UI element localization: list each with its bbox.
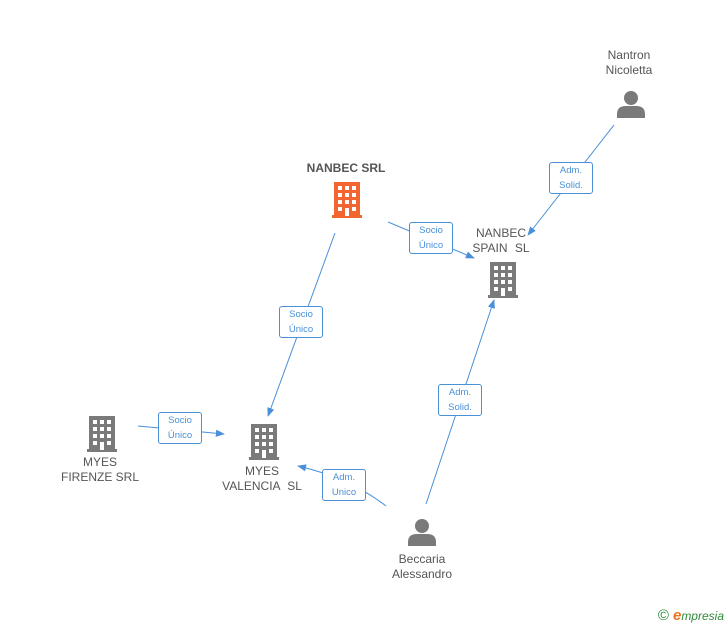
edge-label-srl-spain: Socio Único	[409, 222, 453, 254]
node-label-myes-valencia[interactable]: MYES VALENCIA SL	[222, 464, 302, 493]
node-label-nantron[interactable]: Nantron Nicoletta	[605, 48, 653, 77]
node-label-nanbec-spain[interactable]: NANBEC SPAIN SL	[472, 226, 530, 255]
person-icon-beccaria[interactable]	[408, 518, 436, 546]
brand-logo-initial: e	[672, 607, 682, 624]
building-icon-myes-valencia[interactable]	[249, 424, 279, 460]
copyright-icon: ©	[657, 607, 669, 624]
brand-watermark: ©empresia	[658, 607, 724, 624]
edge-label-firenze-valencia: Socio Único	[158, 412, 202, 444]
brand-logo-text: mpresia	[681, 609, 724, 623]
node-label-beccaria[interactable]: Beccaria Alessandro	[391, 552, 453, 581]
person-icon-nantron[interactable]	[617, 90, 645, 118]
edge-label-nantron-spain: Adm. Solid.	[549, 162, 593, 194]
building-icon-myes-firenze[interactable]	[87, 416, 117, 452]
node-label-myes-firenze[interactable]: MYES FIRENZE SRL	[60, 455, 139, 484]
building-icon-nanbec-spain[interactable]	[488, 262, 518, 298]
edge-label-beccaria-spain: Adm. Solid.	[438, 384, 482, 416]
edge-label-srl-valencia: Socio Único	[279, 306, 323, 338]
node-label-nanbec-srl[interactable]: NANBEC SRL	[306, 161, 386, 175]
building-icon-nanbec-srl[interactable]	[332, 182, 362, 218]
edge-label-beccaria-valencia: Adm. Unico	[322, 469, 366, 501]
